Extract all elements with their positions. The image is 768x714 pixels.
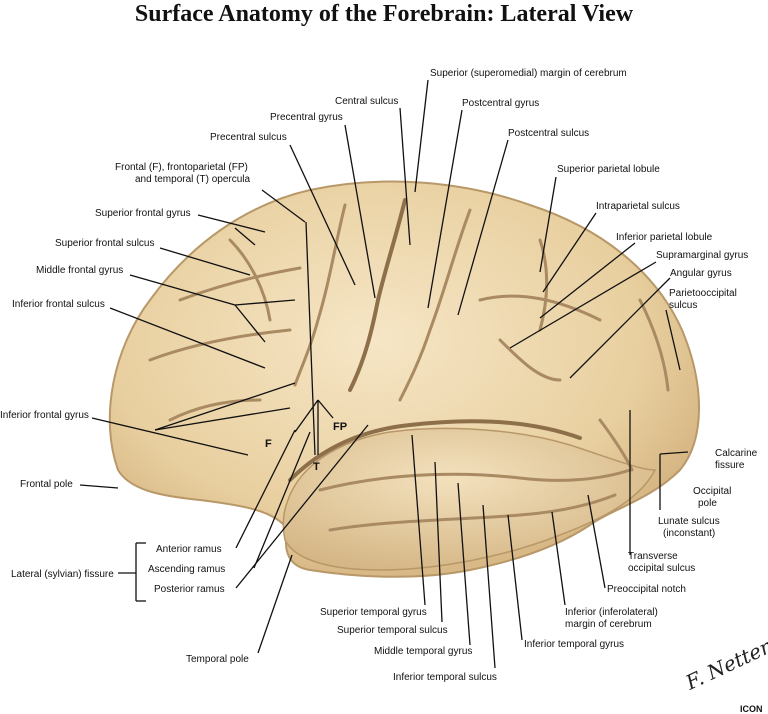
label-precentral-gyrus: Precentral gyrus (270, 112, 343, 123)
marker-fp: FP (333, 421, 347, 433)
label-inferior-frontal-sulcus: Inferior frontal sulcus (12, 299, 105, 310)
inferior-temporal-sulcus-mark (328, 493, 617, 532)
label-preoccipital-notch: Preoccipital notch (607, 584, 686, 595)
label-lunate-1: Lunate sulcus (658, 516, 720, 527)
label-middle-temporal-gyrus: Middle temporal gyrus (374, 646, 472, 657)
inferior-frontal-sulcus-mark (148, 328, 292, 362)
label-supramarginal-gyrus: Supramarginal gyrus (656, 250, 748, 261)
label-transverse-occipital-2: occipital sulcus (628, 563, 695, 574)
frontal-gyrus-fold (168, 398, 262, 422)
label-inferior-parietal-lobule: Inferior parietal lobule (616, 232, 713, 243)
label-inferior-temporal-gyrus: Inferior temporal gyrus (524, 639, 624, 650)
label-central-sulcus: Central sulcus (335, 96, 398, 107)
label-inferior-temporal-sulcus: Inferior temporal sulcus (393, 672, 497, 683)
label-frontal-pole: Frontal pole (20, 479, 73, 490)
intraparietal-sulcus-mark (478, 294, 602, 322)
netter-signature: F. Netter M.D. ICON (681, 611, 768, 714)
parietal-fold (538, 238, 549, 332)
leader-lines (79, 79, 689, 669)
label-anterior-ramus: Anterior ramus (156, 544, 222, 555)
label-opercula-1: Frontal (F), frontoparietal (FP) (115, 162, 248, 173)
label-superior-margin: Superior (superomedial) margin of cerebr… (430, 68, 627, 79)
angular-fold (498, 338, 562, 382)
marker-f: F (265, 438, 272, 450)
label-posterior-ramus: Posterior ramus (154, 584, 225, 595)
central-sulcus-mark (348, 198, 407, 392)
label-ascending-ramus: Ascending ramus (148, 564, 225, 575)
label-occipital-pole-2: pole (698, 498, 717, 509)
label-temporal-pole: Temporal pole (186, 654, 249, 665)
label-inferior-margin-2: margin of cerebrum (565, 619, 652, 630)
label-postcentral-sulcus: Postcentral sulcus (508, 128, 589, 139)
label-calcarine-2: fissure (715, 460, 745, 471)
label-occipital-pole-1: Occipital (693, 486, 731, 497)
label-superior-temporal-gyrus: Superior temporal gyrus (320, 607, 427, 618)
label-angular-gyrus: Angular gyrus (670, 268, 732, 279)
superior-frontal-sulcus-mark (178, 266, 302, 302)
label-superior-frontal-gyrus: Superior frontal gyrus (95, 208, 191, 219)
label-superior-parietal-lobule: Superior parietal lobule (557, 164, 660, 175)
label-intraparietal-sulcus: Intraparietal sulcus (596, 201, 680, 212)
label-opercula-2: and temporal (T) opercula (135, 174, 250, 185)
frontal-fold-2 (228, 238, 272, 322)
label-calcarine-1: Calcarine (715, 448, 758, 459)
precentral-sulcus-mark (293, 203, 347, 387)
figure-title: Surface Anatomy of the Forebrain: Latera… (134, 1, 634, 27)
label-postcentral-gyrus: Postcentral gyrus (462, 98, 539, 109)
label-parietooccipital-2: sulcus (669, 300, 697, 311)
lateral-fissure-mark (288, 419, 582, 482)
label-superior-frontal-sulcus: Superior frontal sulcus (55, 238, 155, 249)
postcentral-sulcus-mark (398, 208, 472, 402)
label-precentral-sulcus: Precentral sulcus (210, 132, 287, 143)
label-parietooccipital-1: Parietooccipital (669, 288, 737, 299)
label-superior-temporal-sulcus: Superior temporal sulcus (337, 625, 448, 636)
label-inferior-frontal-gyrus: Inferior frontal gyrus (0, 410, 89, 421)
parietooccipital-sulcus-mark (638, 298, 670, 392)
label-lunate-2: (inconstant) (663, 528, 715, 539)
label-transverse-occipital-1: Transverse (628, 551, 678, 562)
label-middle-frontal-gyrus: Middle frontal gyrus (36, 265, 123, 276)
signature-text: F. Netter M.D. (681, 611, 768, 695)
signature-mark: ICON (740, 704, 763, 714)
label-lateral-fissure: Lateral (sylvian) fissure (11, 569, 114, 580)
label-inferior-margin-1: Inferior (inferolateral) (565, 607, 658, 618)
superior-temporal-sulcus-mark (318, 468, 632, 492)
marker-t: T (313, 461, 320, 473)
